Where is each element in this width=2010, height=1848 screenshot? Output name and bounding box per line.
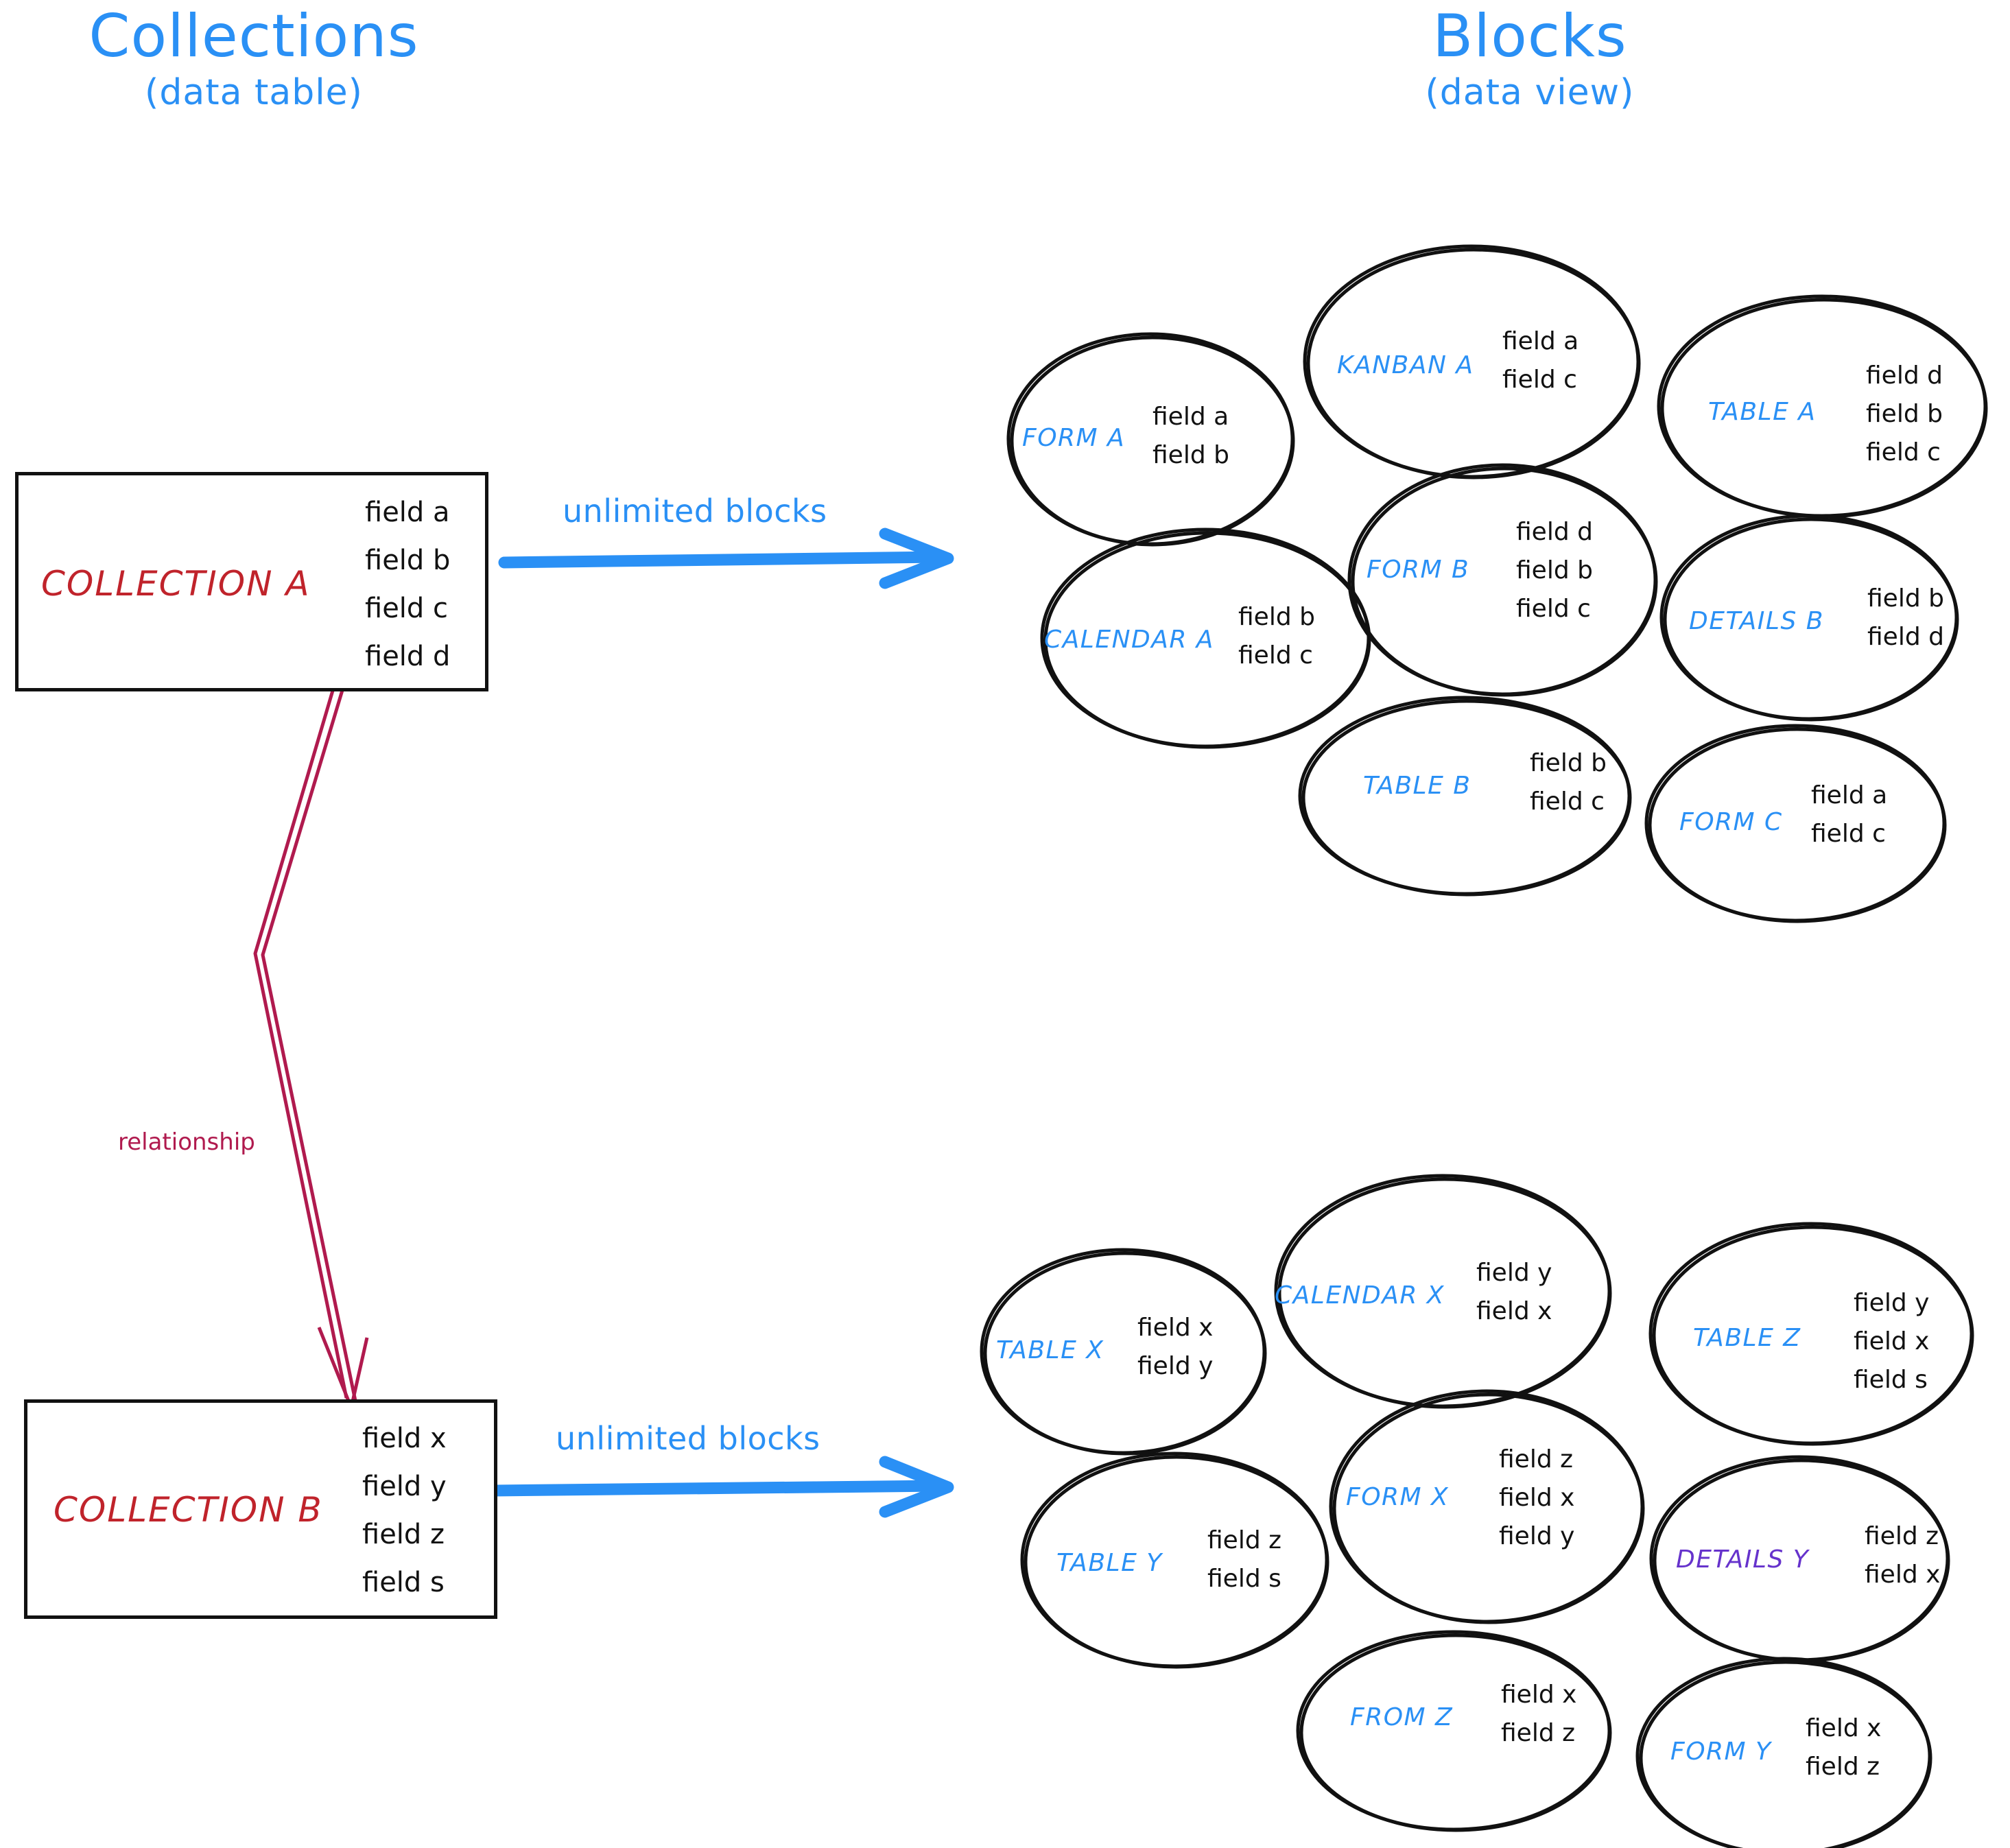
block-label-from-z[interactable]: FROM Z <box>1350 1703 1454 1731</box>
block-label-table-a[interactable]: TABLE A <box>1708 398 1817 426</box>
collection-a-name: COLLECTION A <box>41 564 311 604</box>
field-item: field b <box>1152 440 1229 469</box>
field-item: field c <box>1502 365 1577 394</box>
field-item: field z <box>1499 1445 1574 1473</box>
field-item: field c <box>1238 641 1313 670</box>
field-item: field c <box>1866 438 1941 466</box>
blocks-top-ellipses <box>1006 244 1988 923</box>
field-item: field d <box>1516 518 1593 546</box>
block-fields-form-a: field a field b <box>1152 398 1229 475</box>
field-item: field d <box>1866 362 1943 390</box>
block-fields-kanban-a: field a field c <box>1502 322 1579 399</box>
field-item: field z <box>1806 1752 1880 1781</box>
block-label-table-y[interactable]: TABLE Y <box>1056 1549 1163 1577</box>
field-item: field z <box>1207 1526 1282 1554</box>
block-fields-details-b: field b field d <box>1867 580 1944 656</box>
block-fields-form-y: field x field z <box>1806 1709 1881 1786</box>
blocks-title: Blocks <box>1432 2 1627 71</box>
block-label-table-x[interactable]: TABLE X <box>996 1336 1104 1364</box>
field-item: field b <box>1867 584 1944 613</box>
block-label-form-c[interactable]: FORM C <box>1679 808 1783 836</box>
relationship-label: relationship <box>118 1128 255 1156</box>
field-item: field x <box>1501 1681 1577 1709</box>
field-item: field c <box>1811 819 1886 848</box>
block-fields-table-a: field d field b field c <box>1866 357 1943 471</box>
field-item: field s <box>362 1567 445 1598</box>
unlimited-blocks-arrow-b <box>488 1456 954 1518</box>
relationship-arrow <box>253 685 369 1410</box>
field-item: field y <box>1499 1521 1575 1550</box>
field-item: field b <box>1866 399 1943 428</box>
block-fields-calendar-a: field b field c <box>1238 598 1315 675</box>
block-label-form-x[interactable]: FORM X <box>1346 1483 1450 1511</box>
block-label-details-y[interactable]: DETAILS Y <box>1676 1545 1810 1574</box>
field-item: field b <box>1516 556 1593 584</box>
collections-header: Collections (data table) <box>41 7 466 119</box>
field-item: field z <box>1501 1718 1576 1747</box>
field-item: field x <box>1865 1560 1941 1589</box>
collections-subtitle: (data table) <box>145 72 363 113</box>
field-item: field c <box>365 593 449 624</box>
field-item: field c <box>1516 594 1591 623</box>
block-label-table-b[interactable]: TABLE B <box>1363 772 1471 800</box>
block-label-calendar-x[interactable]: CALENDAR X <box>1275 1281 1445 1310</box>
block-label-table-z[interactable]: TABLE Z <box>1693 1324 1801 1352</box>
collection-a-box[interactable] <box>15 472 488 691</box>
block-label-kanban-a[interactable]: KANBAN A <box>1337 351 1474 379</box>
block-fields-from-z: field x field z <box>1501 1676 1576 1753</box>
block-label-form-b[interactable]: FORM B <box>1367 556 1470 584</box>
field-item: field y <box>362 1471 447 1502</box>
block-fields-form-x: field z field x field y <box>1499 1441 1574 1555</box>
block-label-form-y[interactable]: FORM Y <box>1670 1738 1772 1766</box>
unlimited-blocks-label-b: unlimited blocks <box>556 1420 820 1457</box>
block-fields-details-y: field z field x <box>1865 1517 1940 1594</box>
field-item: field y <box>1854 1289 1930 1317</box>
blocks-header: Blocks (data view) <box>1317 7 1742 119</box>
field-item: field a <box>365 497 450 528</box>
block-fields-form-b: field d field b field c <box>1516 513 1593 628</box>
block-fields-table-z: field y field x field s <box>1854 1284 1929 1399</box>
field-item: field d <box>1867 622 1944 651</box>
unlimited-blocks-label-a: unlimited blocks <box>563 493 827 530</box>
field-item: field b <box>1238 603 1315 631</box>
field-item: field s <box>1854 1365 1928 1394</box>
field-item: field a <box>1152 403 1229 431</box>
collection-b-name: COLLECTION B <box>54 1490 323 1530</box>
block-fields-table-b: field b field c <box>1530 744 1607 821</box>
blocks-subtitle: (data view) <box>1425 72 1635 113</box>
field-item: field x <box>1806 1714 1882 1742</box>
collection-b-box[interactable] <box>24 1399 497 1619</box>
field-item: field a <box>1811 781 1888 809</box>
field-item: field a <box>1502 327 1579 355</box>
field-item: field y <box>1137 1351 1214 1380</box>
field-item: field y <box>1476 1259 1552 1287</box>
collection-a-fields: field a field b field c field d <box>365 488 450 680</box>
field-item: field z <box>362 1519 445 1550</box>
block-fields-calendar-x: field y field x <box>1476 1254 1552 1331</box>
field-item: field b <box>1530 749 1607 777</box>
field-item: field s <box>1207 1564 1281 1593</box>
field-item: field z <box>1865 1522 1939 1550</box>
block-fields-table-x: field x field y <box>1137 1309 1213 1386</box>
block-label-calendar-a[interactable]: CALENDAR A <box>1044 626 1214 654</box>
field-item: field x <box>362 1423 447 1454</box>
collections-title: Collections <box>88 2 419 71</box>
field-item: field d <box>365 641 451 672</box>
field-item: field x <box>1137 1314 1214 1342</box>
field-item: field x <box>1854 1327 1930 1355</box>
block-fields-table-y: field z field s <box>1207 1521 1281 1598</box>
field-item: field c <box>1530 787 1605 816</box>
field-item: field b <box>365 545 451 576</box>
unlimited-blocks-arrow-a <box>498 528 954 589</box>
block-label-form-a[interactable]: FORM A <box>1022 424 1126 452</box>
field-item: field x <box>1499 1483 1575 1512</box>
blocks-bottom-ellipses <box>980 1174 1974 1848</box>
block-label-details-b[interactable]: DETAILS B <box>1689 607 1824 635</box>
field-item: field x <box>1476 1296 1552 1325</box>
collection-b-fields: field x field y field z field s <box>362 1414 447 1607</box>
block-fields-form-c: field a field c <box>1811 777 1887 853</box>
